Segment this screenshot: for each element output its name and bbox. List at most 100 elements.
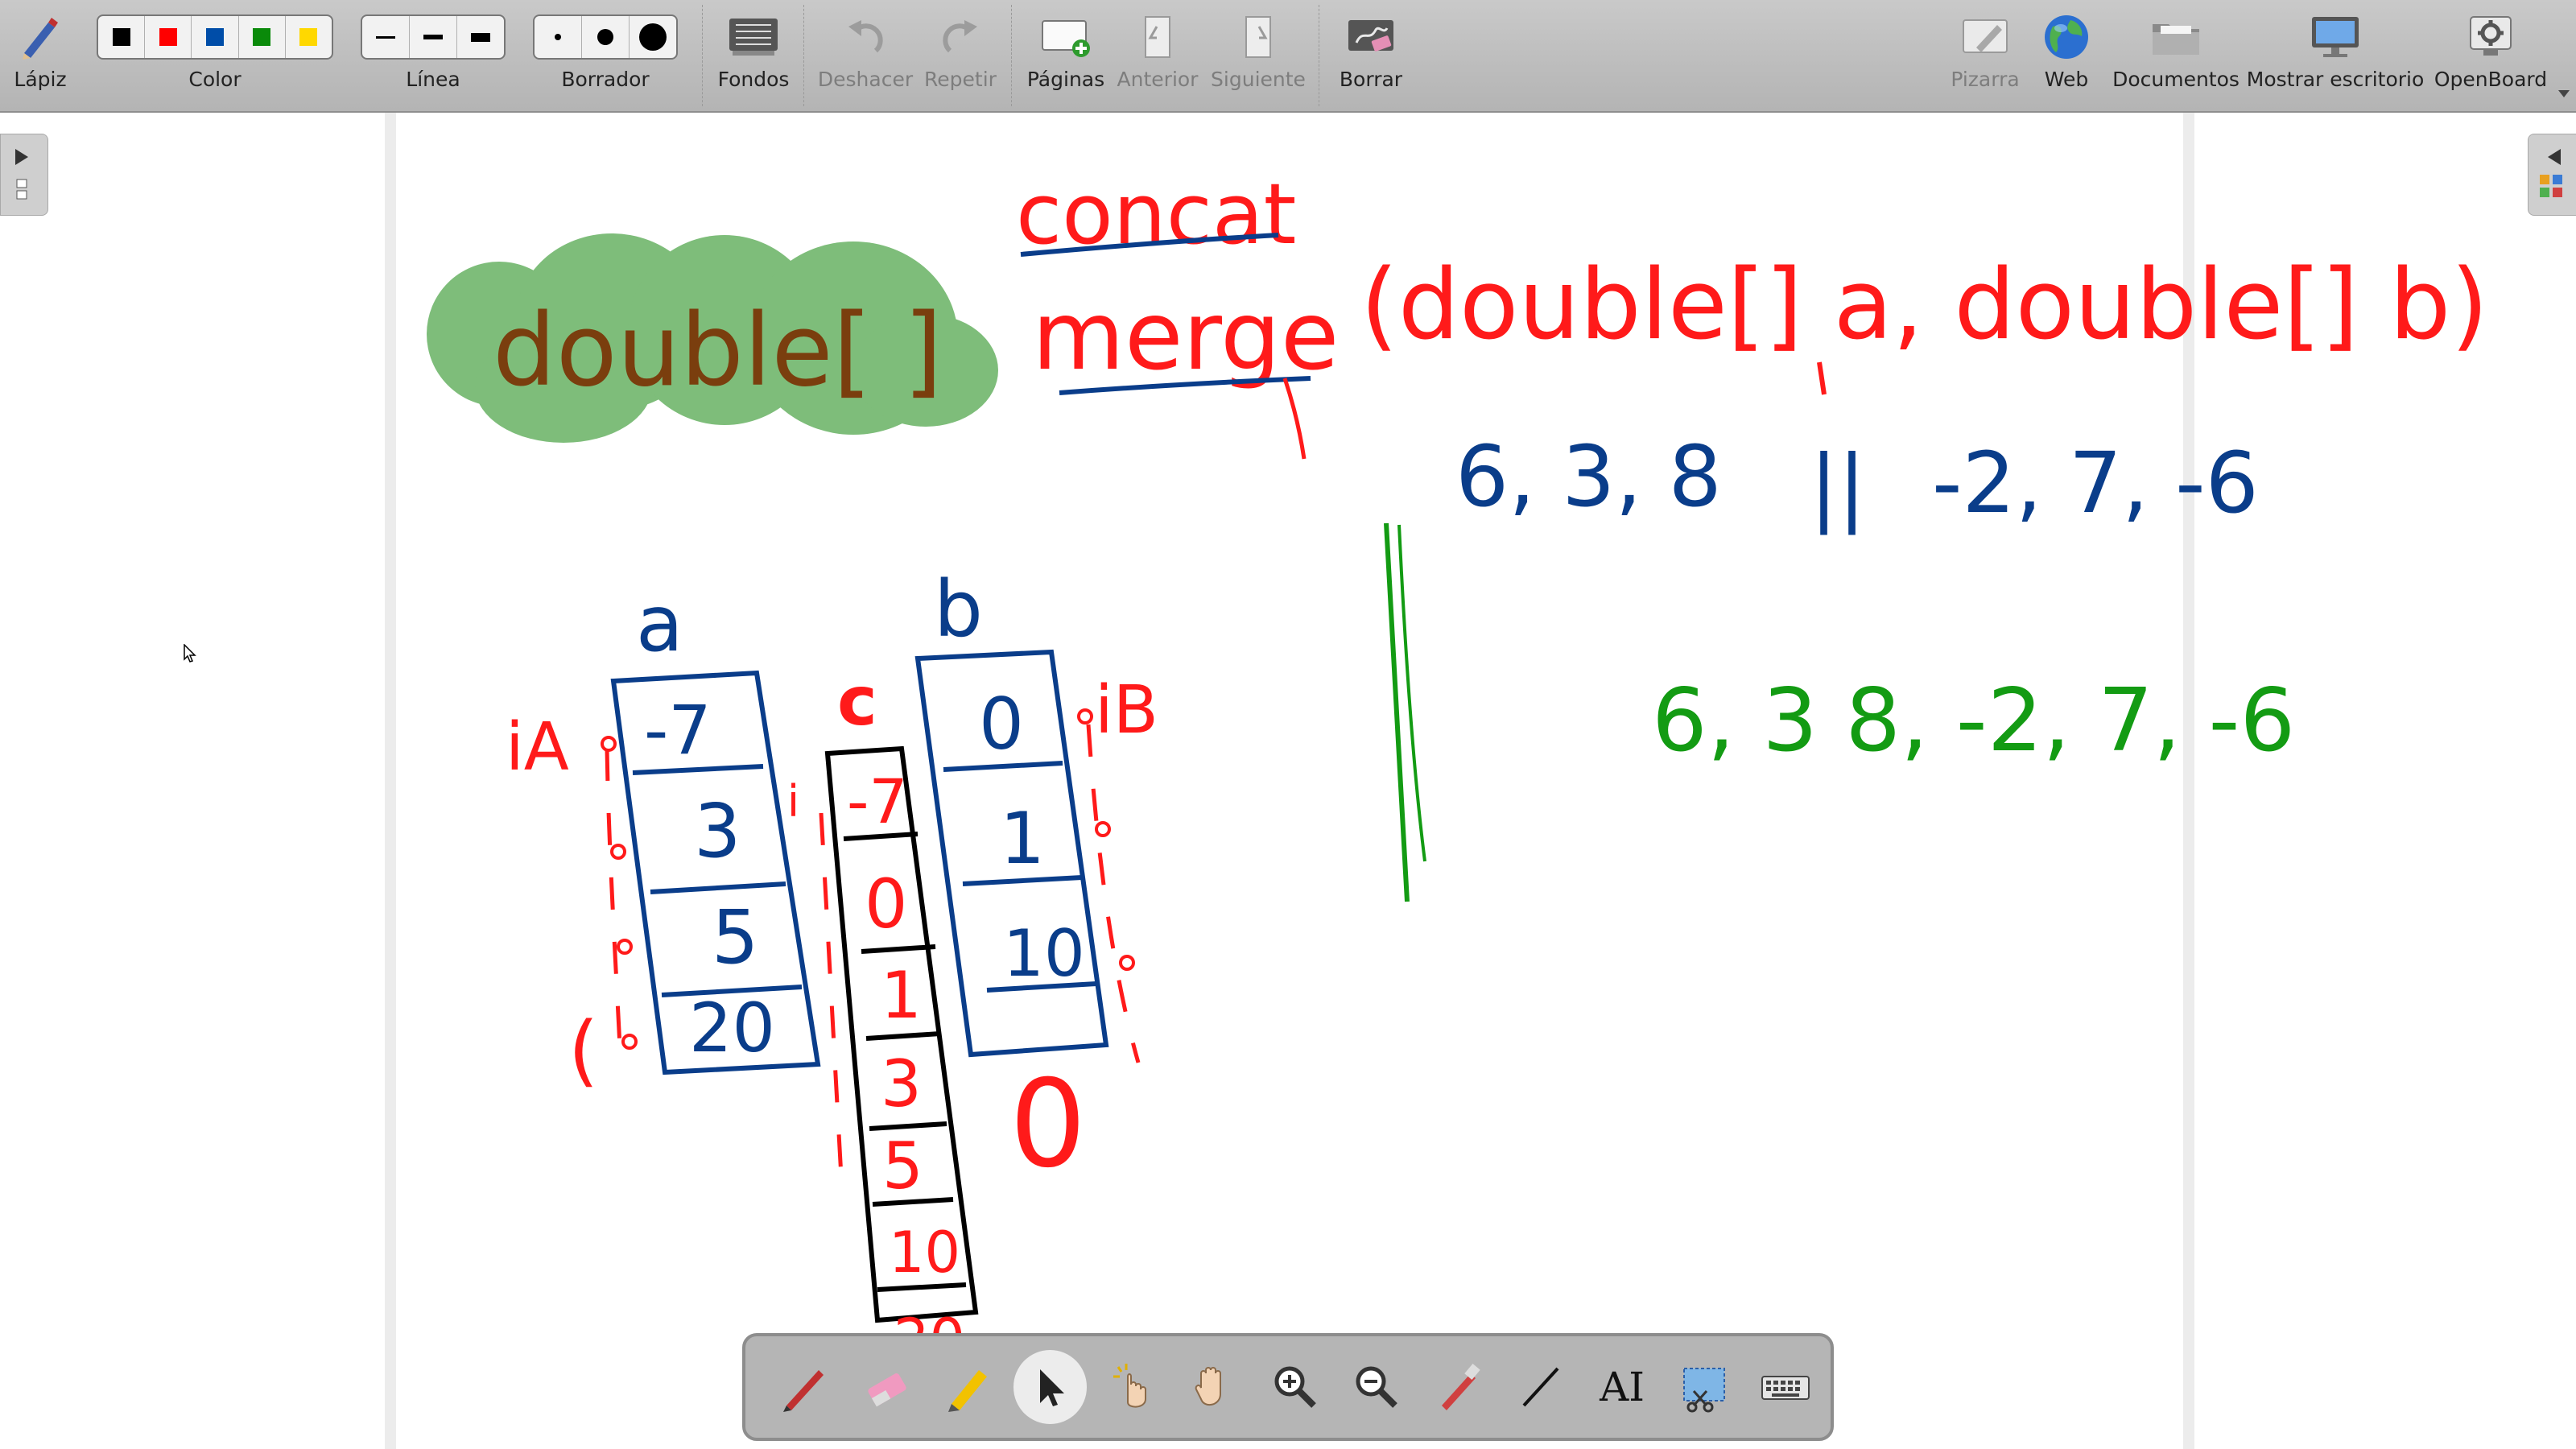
pages-label: Páginas (1026, 68, 1105, 91)
page-margin-left (0, 113, 386, 1449)
undo-button[interactable]: Deshacer (813, 0, 918, 111)
color-black-button[interactable] (98, 16, 146, 58)
color-yellow-button[interactable] (286, 16, 332, 58)
clear-page-label: Borrar (1339, 68, 1403, 91)
clear-page-button[interactable]: Borrar (1328, 0, 1414, 111)
interact-tool[interactable] (1095, 1350, 1169, 1424)
tool-palette: AI (742, 1333, 1834, 1441)
redo-icon (939, 11, 982, 63)
pages-button[interactable]: Páginas (1021, 0, 1111, 111)
highlight-cloud (427, 233, 998, 443)
pages-panel-toggle[interactable] (0, 134, 48, 216)
add-page-icon (1039, 11, 1092, 63)
signature-text: (double[] a, double[] b) (1360, 250, 2488, 361)
merged-sequence-text: 6, 3 8, -2, 7, -6 (1652, 671, 2295, 771)
backgrounds-icon (728, 11, 779, 63)
previous-page-icon (1137, 11, 1178, 63)
next-page-button[interactable]: Siguiente (1208, 0, 1309, 111)
color-blue-button[interactable] (192, 16, 239, 58)
monitor-icon (2309, 11, 2362, 63)
sequence-a-text: 6, 3, 8 (1455, 427, 1722, 526)
highlighter-icon (947, 1370, 987, 1412)
merge-word: merge (1032, 280, 1339, 391)
color-selector[interactable]: Color (97, 0, 333, 111)
array-b-cell: 10 (1003, 916, 1085, 991)
backgrounds-button[interactable]: Fondos (712, 0, 795, 111)
openboard-menu-button[interactable]: OpenBoard (2423, 0, 2558, 111)
main-toolbar: Lápiz Color Línea (0, 0, 2576, 113)
backgrounds-label: Fondos (717, 68, 790, 91)
line-thick-button[interactable] (457, 16, 504, 58)
capture-tool[interactable] (1667, 1350, 1741, 1424)
board-label: Pizarra (1951, 68, 2020, 91)
pen-tool-button[interactable]: Lápiz (6, 0, 74, 111)
type-label-text: double[ ] (493, 293, 943, 409)
eraser-tool[interactable] (850, 1350, 924, 1424)
laser-pointer-tool[interactable] (1422, 1350, 1496, 1424)
array-a-cell: 20 (689, 989, 775, 1067)
array-c-cell: 3 (881, 1046, 922, 1121)
eraser-medium-button[interactable] (582, 16, 630, 58)
zoom-in-tool[interactable] (1258, 1350, 1332, 1424)
line-thin-button[interactable] (362, 16, 410, 58)
line-tool[interactable] (1504, 1350, 1578, 1424)
eraser-small-button[interactable] (535, 16, 582, 58)
text-icon: AI (1600, 1364, 1645, 1410)
redo-button[interactable]: Repetir (918, 0, 1003, 111)
pen-icon (782, 1370, 824, 1412)
mouse-cursor-icon (184, 644, 196, 663)
zoom-in-icon (1274, 1366, 1316, 1408)
zoom-out-tool[interactable] (1340, 1350, 1414, 1424)
pen-label: Lápiz (14, 68, 67, 91)
previous-page-label: Anterior (1117, 68, 1199, 91)
array-b-box (914, 649, 1109, 1058)
separator-text: || (1810, 437, 1866, 535)
show-desktop-button[interactable]: Mostrar escritorio (2247, 0, 2424, 111)
eraser-large-button[interactable] (630, 16, 676, 58)
merge-underline (1059, 376, 1311, 395)
documents-label: Documentos (2112, 68, 2240, 91)
undo-icon (844, 11, 887, 63)
array-c-cell: 5 (882, 1129, 923, 1203)
keyboard-icon (1761, 1376, 1810, 1400)
line-width-selector[interactable]: Línea (361, 0, 506, 111)
text-tool[interactable]: AI (1585, 1350, 1659, 1424)
redo-label: Repetir (924, 68, 997, 91)
virtual-keyboard-tool[interactable] (1748, 1350, 1823, 1424)
library-panel-toggle[interactable] (2528, 134, 2576, 216)
pointer-icon (1040, 1369, 1065, 1406)
line-label: Línea (406, 68, 460, 91)
documents-button[interactable]: Documentos (2104, 0, 2248, 111)
color-red-button[interactable] (145, 16, 192, 58)
color-label: Color (188, 68, 242, 91)
settings-icon (2466, 11, 2516, 63)
color-green-button[interactable] (239, 16, 286, 58)
array-a-cell: 5 (712, 894, 759, 980)
color-swatches (97, 14, 333, 60)
select-tool[interactable] (1013, 1350, 1088, 1424)
highlighter-tool[interactable] (931, 1350, 1005, 1424)
page-edge-left (385, 113, 396, 1449)
hand-icon (1195, 1367, 1222, 1406)
next-page-icon (1238, 11, 1278, 63)
board-mode-button[interactable]: Pizarra (1940, 0, 2030, 111)
menu-dropdown-icon[interactable] (2558, 90, 2570, 97)
next-page-label: Siguiente (1211, 68, 1306, 91)
pen-tool[interactable] (768, 1350, 842, 1424)
eraser-icon (868, 1373, 906, 1407)
array-b-label: b (934, 564, 983, 654)
line-icon (1522, 1367, 1559, 1407)
concat-word: concat (1016, 165, 1296, 263)
hand-tool[interactable] (1177, 1350, 1251, 1424)
expand-right-panel-icon (2540, 149, 2562, 197)
previous-page-button[interactable]: Anterior (1111, 0, 1204, 111)
line-medium-button[interactable] (410, 16, 457, 58)
array-c-box (824, 745, 979, 1323)
eraser-size-selector[interactable]: Borrador (533, 0, 678, 111)
sequence-b-text: -2, 7, -6 (1932, 434, 2259, 532)
array-a-cell: -7 (644, 691, 712, 770)
eraser-label: Borrador (561, 68, 650, 91)
web-button[interactable]: Web (2030, 0, 2103, 111)
clear-page-icon (1345, 11, 1397, 63)
